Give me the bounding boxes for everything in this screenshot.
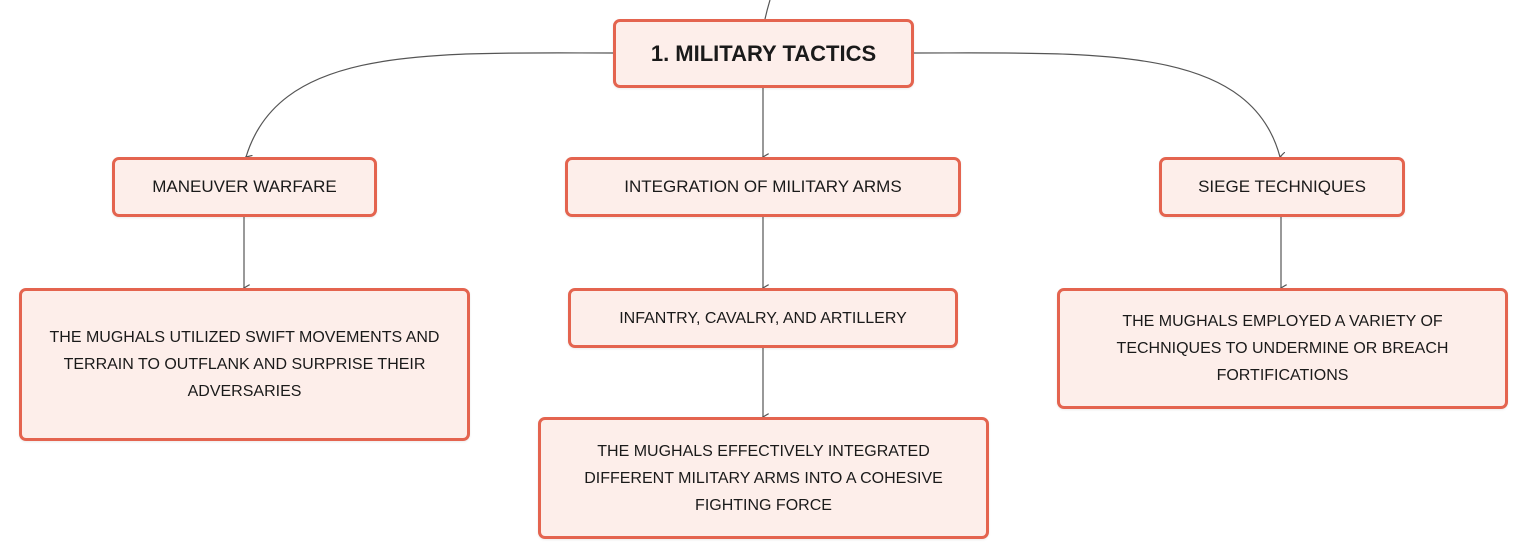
branch-label: SIEGE TECHNIQUES <box>1198 177 1366 196</box>
detail-text: THE MUGHALS UTILIZED SWIFT MOVEMENTS AND… <box>49 329 440 400</box>
branch-label: MANEUVER WARFARE <box>152 177 337 196</box>
connector-root-siege <box>912 52 1280 157</box>
branch-maneuver-warfare[interactable]: MANEUVER WARFARE <box>112 157 377 217</box>
detail-integration-effect[interactable]: THE MUGHALS EFFECTIVELY INTEGRATED DIFFE… <box>538 417 989 539</box>
detail-text: INFANTRY, CAVALRY, AND ARTILLERY <box>619 309 907 327</box>
root-node[interactable]: 1. MILITARY TACTICS <box>613 19 914 88</box>
detail-maneuver-warfare[interactable]: THE MUGHALS UTILIZED SWIFT MOVEMENTS AND… <box>19 288 470 441</box>
branch-label: INTEGRATION OF MILITARY ARMS <box>624 177 902 196</box>
branch-integration-of-military-arms[interactable]: INTEGRATION OF MILITARY ARMS <box>565 157 961 217</box>
detail-siege-techniques[interactable]: THE MUGHALS EMPLOYED A VARIETY OF TECHNI… <box>1057 288 1508 409</box>
connector-incoming <box>764 0 771 20</box>
detail-text: THE MUGHALS EMPLOYED A VARIETY OF TECHNI… <box>1116 313 1449 384</box>
connector-root-maneuver <box>246 52 615 157</box>
branch-siege-techniques[interactable]: SIEGE TECHNIQUES <box>1159 157 1405 217</box>
detail-text: THE MUGHALS EFFECTIVELY INTEGRATED DIFFE… <box>584 442 943 514</box>
root-node-label: 1. MILITARY TACTICS <box>650 40 877 66</box>
detail-infantry-cavalry-artillery[interactable]: INFANTRY, CAVALRY, AND ARTILLERY <box>568 288 958 348</box>
